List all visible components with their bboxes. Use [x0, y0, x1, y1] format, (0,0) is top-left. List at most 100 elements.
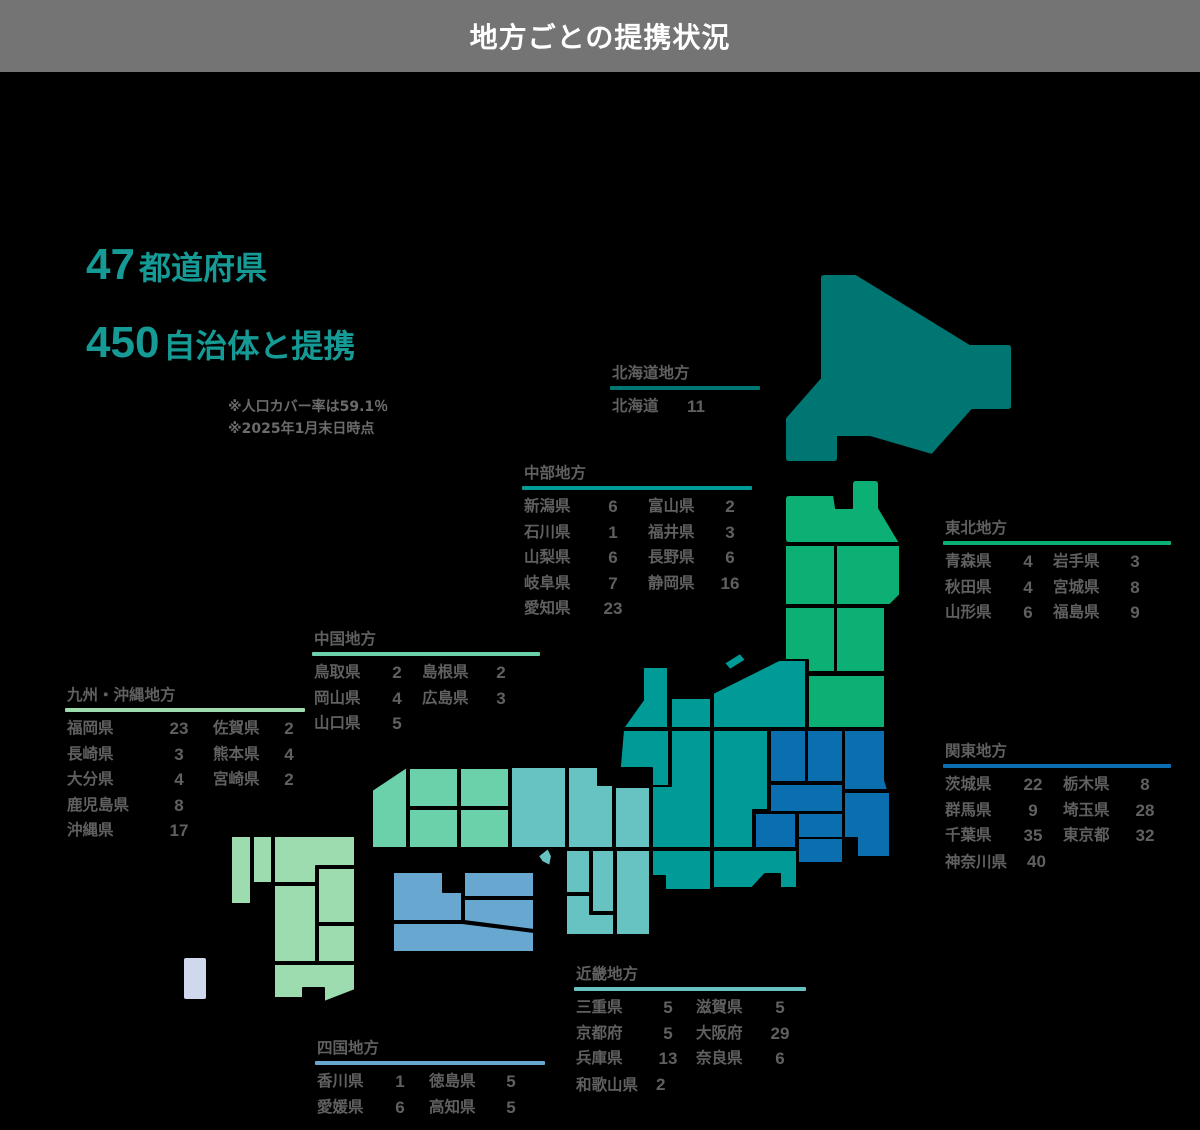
prefecture-count: 4 [284, 744, 294, 764]
map-gunma[interactable] [769, 729, 807, 783]
municipality-count: 450 [86, 318, 160, 367]
map-kyoto[interactable] [567, 766, 614, 849]
map-kagawa[interactable] [463, 871, 535, 898]
prefecture-count: 7 [608, 573, 618, 593]
prefecture-count: 35 [1023, 826, 1043, 845]
map-hyogo[interactable] [510, 766, 567, 849]
map-miyazaki[interactable] [317, 924, 356, 963]
map-nagano[interactable] [712, 729, 769, 849]
prefecture-name: 滋賀県 [696, 998, 743, 1016]
prefecture-name: 鹿児島県 [67, 795, 130, 814]
table-row: 山形県 6 福島県 9 [943, 600, 1153, 626]
map-tottori[interactable] [459, 767, 510, 808]
map-ehime[interactable] [392, 871, 463, 922]
prefecture-count: 13 [658, 1049, 678, 1068]
map-kagoshima[interactable] [273, 963, 356, 1003]
prefecture-count: 4 [392, 688, 402, 708]
map-tokyo[interactable] [797, 812, 844, 839]
map-okinawa[interactable] [182, 956, 208, 1001]
map-akita[interactable] [784, 544, 836, 606]
map-ishikawa[interactable] [622, 666, 669, 729]
prefecture-name: 徳島県 [429, 1072, 476, 1090]
map-gifu[interactable] [651, 729, 712, 849]
prefecture-name: 奈良県 [696, 1049, 743, 1067]
map-mie[interactable] [615, 849, 651, 936]
prefecture-count: 22 [1023, 775, 1043, 794]
map-toyama[interactable] [670, 697, 712, 729]
map-aichi[interactable] [651, 849, 712, 891]
map-aomori[interactable] [784, 479, 901, 544]
map-niigata[interactable] [712, 659, 807, 729]
map-nagasaki[interactable] [230, 835, 252, 905]
prefecture-name: 山形県 [945, 603, 992, 621]
map-kanagawa[interactable] [797, 837, 844, 864]
map-hokkaido[interactable] [784, 273, 1013, 463]
region-title: 関東地方 [945, 742, 1008, 760]
prefecture-name: 岡山県 [314, 688, 361, 707]
prefecture-name: 山口県 [314, 714, 361, 732]
map-sado[interactable] [723, 652, 747, 671]
map-kochi[interactable] [392, 922, 535, 953]
prefecture-count: 9 [1130, 603, 1140, 622]
prefecture-name: 京都府 [576, 1023, 623, 1042]
prefecture-name: 沖縄県 [67, 821, 114, 839]
prefecture-count: 5 [663, 1023, 673, 1043]
map-chiba[interactable] [843, 791, 891, 858]
map-nara[interactable] [591, 849, 615, 913]
region-title: 近畿地方 [576, 965, 639, 983]
prefecture-name: 大阪府 [696, 1023, 743, 1042]
prefecture-name: 新潟県 [524, 497, 571, 515]
map-fukuoka[interactable] [273, 835, 356, 884]
prefecture-count: 2 [284, 770, 294, 789]
coverage-note: ※人口カバー率は59.1％ [228, 399, 389, 415]
prefecture-count: 3 [496, 688, 506, 708]
prefecture-count: 32 [1135, 826, 1155, 845]
prefecture-name: 香川県 [317, 1072, 364, 1090]
map-shimane[interactable] [408, 767, 459, 808]
map-fukushima[interactable] [807, 674, 886, 729]
map-kumamoto[interactable] [273, 884, 317, 963]
map-yamanashi[interactable] [754, 812, 797, 849]
prefecture-count: 6 [1023, 603, 1033, 622]
map-iwate[interactable] [835, 544, 901, 606]
map-saga[interactable] [252, 835, 273, 884]
map-saitama[interactable] [769, 783, 844, 813]
map-wakayama[interactable] [565, 894, 615, 936]
map-miyagi[interactable] [835, 606, 886, 673]
prefecture-name: 福島県 [1053, 603, 1100, 621]
map-shiga[interactable] [614, 786, 651, 849]
map-okayama[interactable] [459, 808, 510, 849]
map-fukui[interactable] [599, 729, 670, 787]
prefecture-count: 23 [603, 599, 623, 618]
map-oita[interactable] [317, 867, 356, 924]
map-tokushima[interactable] [463, 898, 535, 931]
region-divider [312, 652, 540, 656]
map-awaji[interactable] [537, 847, 553, 867]
map-tochigi[interactable] [806, 729, 844, 783]
map-ibaraki[interactable] [843, 729, 889, 791]
prefecture-name: 東京都 [1063, 826, 1110, 844]
prefecture-name: 茨城県 [945, 775, 992, 793]
prefecture-count: 6 [608, 497, 618, 516]
region-divider [943, 764, 1171, 768]
map-yamaguchi[interactable] [371, 767, 408, 849]
prefecture-count: 5 [506, 1072, 516, 1091]
map-osaka[interactable] [565, 849, 591, 894]
prefecture-name: 埼玉県 [1063, 800, 1110, 819]
map-shizuoka[interactable] [712, 849, 798, 889]
page-title: 地方ごとの提携状況 [469, 21, 731, 54]
prefecture-count: 3 [725, 522, 735, 542]
map-hiroshima[interactable] [408, 808, 459, 849]
